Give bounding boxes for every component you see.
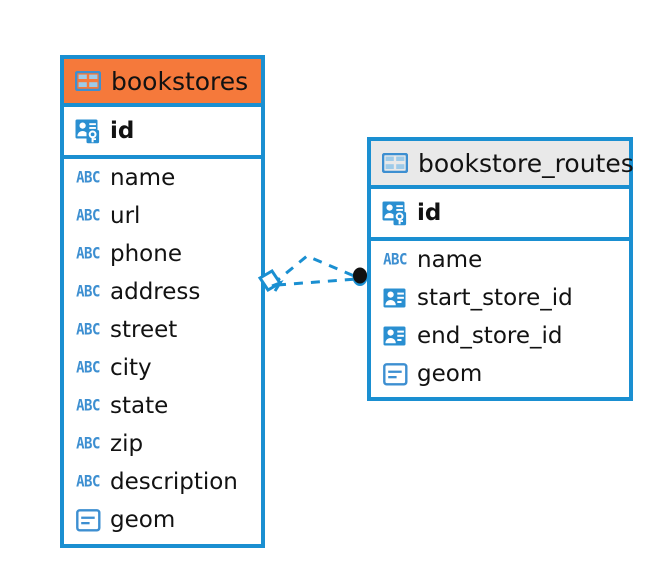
text-abc-icon: ABC [76,245,100,263]
field-label: id [417,199,442,226]
field-row[interactable]: start_store_id [371,279,629,317]
field-row[interactable]: ABC address [64,273,261,311]
entity-bookstore-routes[interactable]: bookstore_routes [367,137,634,401]
field-row[interactable]: ABC zip [64,425,261,463]
field-row[interactable]: id [371,189,629,237]
field-label: description [110,468,238,495]
field-row[interactable]: geom [64,501,261,539]
field-label: state [110,392,169,419]
field-row[interactable]: ABC street [64,311,261,349]
entity-bookstore-routes-header[interactable]: bookstore_routes [371,141,634,189]
text-abc-icon: ABC [76,397,100,415]
field-label: url [110,202,141,229]
text-abc-icon: ABC [76,359,100,377]
field-label: address [110,278,201,305]
entity-bookstores-header[interactable]: bookstores [64,59,261,107]
entity-bookstores-title: bookstores [111,66,249,96]
crows-foot-diamond-marker [257,268,284,293]
field-label: id [110,117,135,144]
entity-bookstores-fields: ABC name ABC url ABC phone ABC address A… [64,159,261,539]
field-label: phone [110,240,182,267]
foreign-key-icon [381,284,409,312]
text-abc-icon: ABC [383,251,407,269]
field-label: zip [110,430,144,457]
text-abc-icon: ABC [76,321,100,339]
entity-bookstores[interactable]: bookstores [60,55,265,548]
geometry-icon [381,360,409,388]
field-label: geom [110,506,176,533]
foreign-key-icon [381,322,409,350]
field-row[interactable]: ABC description [64,463,261,501]
table-icon [381,149,409,177]
text-abc-icon: ABC [76,207,100,225]
text-abc-icon: ABC [76,169,100,187]
field-row[interactable]: ABC phone [64,235,261,273]
primary-key-icon [74,117,102,145]
field-row[interactable]: ABC state [64,387,261,425]
entity-bookstore-routes-fields: ABC name start_store_id [371,241,629,393]
field-row[interactable]: ABC city [64,349,261,387]
table-icon [74,67,102,95]
relationship-link-lower [276,277,358,287]
filled-circle-marker [352,267,368,286]
field-label: city [110,354,152,381]
text-abc-icon: ABC [76,435,100,453]
relationship-connector[interactable] [255,240,380,315]
field-row[interactable]: end_store_id [371,317,629,355]
field-row[interactable]: ABC url [64,197,261,235]
field-label: name [110,164,176,191]
field-label: end_store_id [417,322,563,349]
entity-bookstore-routes-title: bookstore_routes [418,148,634,178]
field-label: start_store_id [417,284,573,311]
field-row[interactable]: geom [371,355,629,393]
field-label: name [417,246,483,273]
text-abc-icon: ABC [76,473,100,491]
geometry-icon [74,506,102,534]
field-row[interactable]: id [64,107,261,155]
field-label: street [110,316,178,343]
entity-bookstore-routes-primary-keys: id [371,189,629,241]
field-label: geom [417,360,483,387]
entity-bookstores-primary-keys: id [64,107,261,159]
field-row[interactable]: ABC name [371,241,629,279]
text-abc-icon: ABC [76,283,100,301]
primary-key-icon [381,199,409,227]
field-row[interactable]: ABC name [64,159,261,197]
